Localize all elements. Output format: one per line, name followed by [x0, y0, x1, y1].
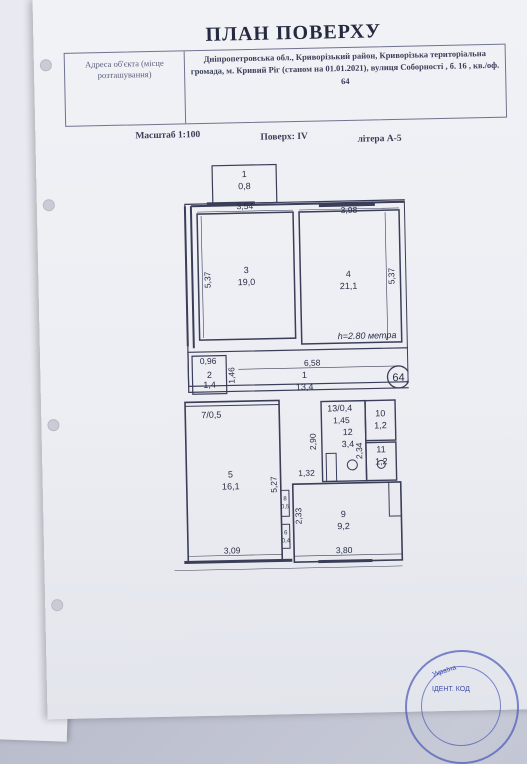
room-6-outline — [281, 523, 291, 549]
address-label: Адреса об'єкта (місце розташування) — [64, 51, 187, 126]
floor-label: Поверх: IV — [260, 131, 308, 143]
dim-1-46: 1,46 — [226, 367, 236, 384]
dim-5-27: 5,27 — [269, 476, 279, 493]
room-5-area: 16,1 — [222, 481, 240, 491]
toilet — [376, 459, 386, 469]
room-2-number: 2 — [207, 370, 212, 380]
room-3-area: 19,0 — [238, 277, 256, 287]
room-8-outline — [280, 489, 290, 517]
room-11-outline — [365, 441, 398, 482]
document-sheet: ПЛАН ПОВЕРХУ Адреса об'єкта (місце розта… — [32, 0, 527, 720]
room-8-area: 0,5 — [281, 504, 290, 510]
room-9-area: 9,2 — [337, 521, 350, 531]
room-4-outline — [298, 209, 403, 345]
stove — [388, 481, 402, 517]
room-11-area: 1,2 — [375, 456, 388, 466]
binding-hole — [39, 59, 53, 72]
room-10-number: 10 — [375, 408, 385, 418]
room-12-number: 12 — [343, 427, 353, 437]
dim-5-37-right: 5,37 — [386, 267, 396, 284]
room-1-area: 13,4 — [296, 382, 314, 392]
dim-6-58: 6,58 — [304, 358, 321, 368]
balcony-number: 1 — [242, 169, 247, 179]
dim-3-98: 3,98 — [341, 205, 358, 215]
room-2-outline — [191, 354, 228, 395]
room-10-area: 1,2 — [374, 420, 387, 430]
stamp-code: ІДЕНТ. КОД — [432, 686, 470, 693]
dim-5-37-left: 5,37 — [202, 271, 212, 288]
room-3-number: 3 — [244, 265, 249, 275]
dim-1-32: 1,32 — [298, 468, 315, 478]
dim-0-96: 0,96 — [200, 356, 217, 366]
binding-hole — [51, 599, 64, 612]
room-6-number: 6 — [284, 530, 288, 536]
dim-3-80: 3,80 — [336, 545, 353, 555]
letter-label: літера А-5 — [357, 133, 402, 145]
dim-2-90: 2,90 — [308, 433, 318, 450]
binding-hole — [47, 419, 60, 432]
document-title: ПЛАН ПОВЕРХУ — [205, 20, 382, 46]
washbasin — [346, 459, 358, 471]
room-9-number: 9 — [341, 509, 346, 519]
dim-2-34: 2,34 — [354, 442, 364, 459]
address-text: Дніпропетровська обл., Криворізький райо… — [190, 48, 500, 86]
room-11-number: 11 — [376, 444, 386, 454]
room-1-outline — [187, 347, 413, 387]
room-1-number: 1 — [302, 370, 307, 380]
room-7-label: 7/0,5 — [201, 410, 221, 420]
room-13-label: 13/0,4 — [327, 403, 352, 414]
binding-hole — [42, 199, 55, 212]
bathtub — [325, 452, 338, 482]
ceiling-height: h=2.80 метра — [338, 330, 397, 341]
room-6-area: 0,4 — [282, 538, 291, 544]
dim-3-54: 3,54 — [237, 201, 254, 211]
room-8-number: 8 — [283, 496, 287, 502]
room-2-area: 1,4 — [203, 380, 216, 390]
dim-2-33: 2,33 — [293, 507, 303, 524]
room-4-area: 21,1 — [340, 281, 358, 291]
floor-plan: 1 0,8 3 19,0 4 21,1 1 13,4 2 1,4 5 16,1 … — [174, 163, 413, 571]
dim-3-09: 3,09 — [224, 545, 241, 555]
official-stamp — [405, 650, 519, 764]
address-table: Адреса об'єкта (місце розташування) Дніп… — [63, 43, 508, 127]
scale-label: Масштаб 1:100 — [135, 130, 201, 142]
room-5-number: 5 — [228, 469, 233, 479]
room-12-area: 3,4 — [342, 439, 355, 449]
dim-1-45: 1,45 — [333, 415, 350, 425]
balcony-area: 0,8 — [238, 181, 251, 191]
room-3-outline — [196, 211, 297, 341]
room-4-number: 4 — [346, 269, 351, 279]
apartment-number: 64 — [392, 372, 404, 384]
room-10-outline — [364, 399, 397, 442]
